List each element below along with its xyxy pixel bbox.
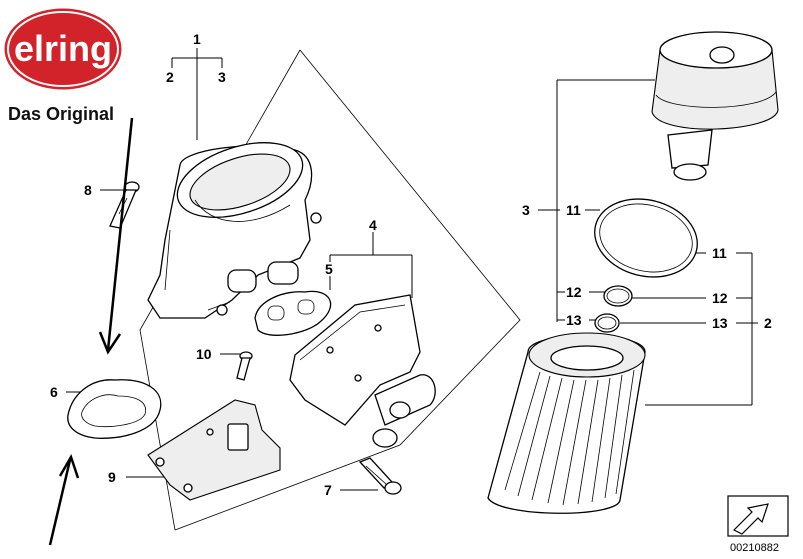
- callout-11-left: 11: [566, 202, 581, 218]
- callout-11-right: 11: [712, 245, 727, 261]
- callout-2-right: 2: [764, 315, 772, 331]
- large-o-ring-part-11: [594, 198, 698, 278]
- callout-3-left: 3: [218, 69, 226, 85]
- callout-10: 10: [196, 346, 212, 362]
- bolt-part-7: [358, 457, 402, 495]
- bolt-part-10: [236, 351, 253, 381]
- callout-12-left: 12: [566, 284, 582, 300]
- annotation-arrows: [48, 117, 134, 546]
- gasket-part-6: [67, 379, 162, 439]
- oil-cooler-part-4: [289, 294, 436, 448]
- callout-1: 1: [193, 31, 201, 47]
- bracket-part-9: [147, 399, 281, 501]
- callout-5: 5: [325, 261, 333, 277]
- callout-13-right: 13: [712, 315, 728, 331]
- callout-3-right: 3: [522, 202, 530, 218]
- callout-2-left: 2: [166, 69, 174, 85]
- gasket-part-5: [254, 290, 332, 336]
- tagline: Das Original: [8, 104, 115, 124]
- callout-9: 9: [108, 469, 116, 485]
- callout-4: 4: [369, 217, 377, 233]
- arrow-icon: [732, 503, 769, 535]
- diagram-number: 00210882: [730, 542, 779, 554]
- diagram-reference-badge: 00210882: [727, 495, 789, 554]
- callout-7: 7: [324, 482, 332, 498]
- oil-filter-housing: [147, 142, 322, 319]
- elring-logo: elring: [1, 5, 125, 93]
- small-o-ring-part-13: [594, 313, 620, 333]
- small-o-ring-part-12: [603, 285, 633, 307]
- callout-12-right: 12: [712, 290, 728, 306]
- callout-6: 6: [50, 384, 58, 400]
- filter-element-part-2: [487, 332, 646, 514]
- callout-labels: 1 2 3 8 4 5 6 9 10 7 3 11 11 12 12 13 13…: [50, 31, 772, 498]
- callout-13-left: 13: [566, 312, 582, 328]
- callout-8: 8: [84, 182, 92, 198]
- filter-cap-part-3: [651, 31, 779, 181]
- logo-text: elring: [14, 28, 112, 69]
